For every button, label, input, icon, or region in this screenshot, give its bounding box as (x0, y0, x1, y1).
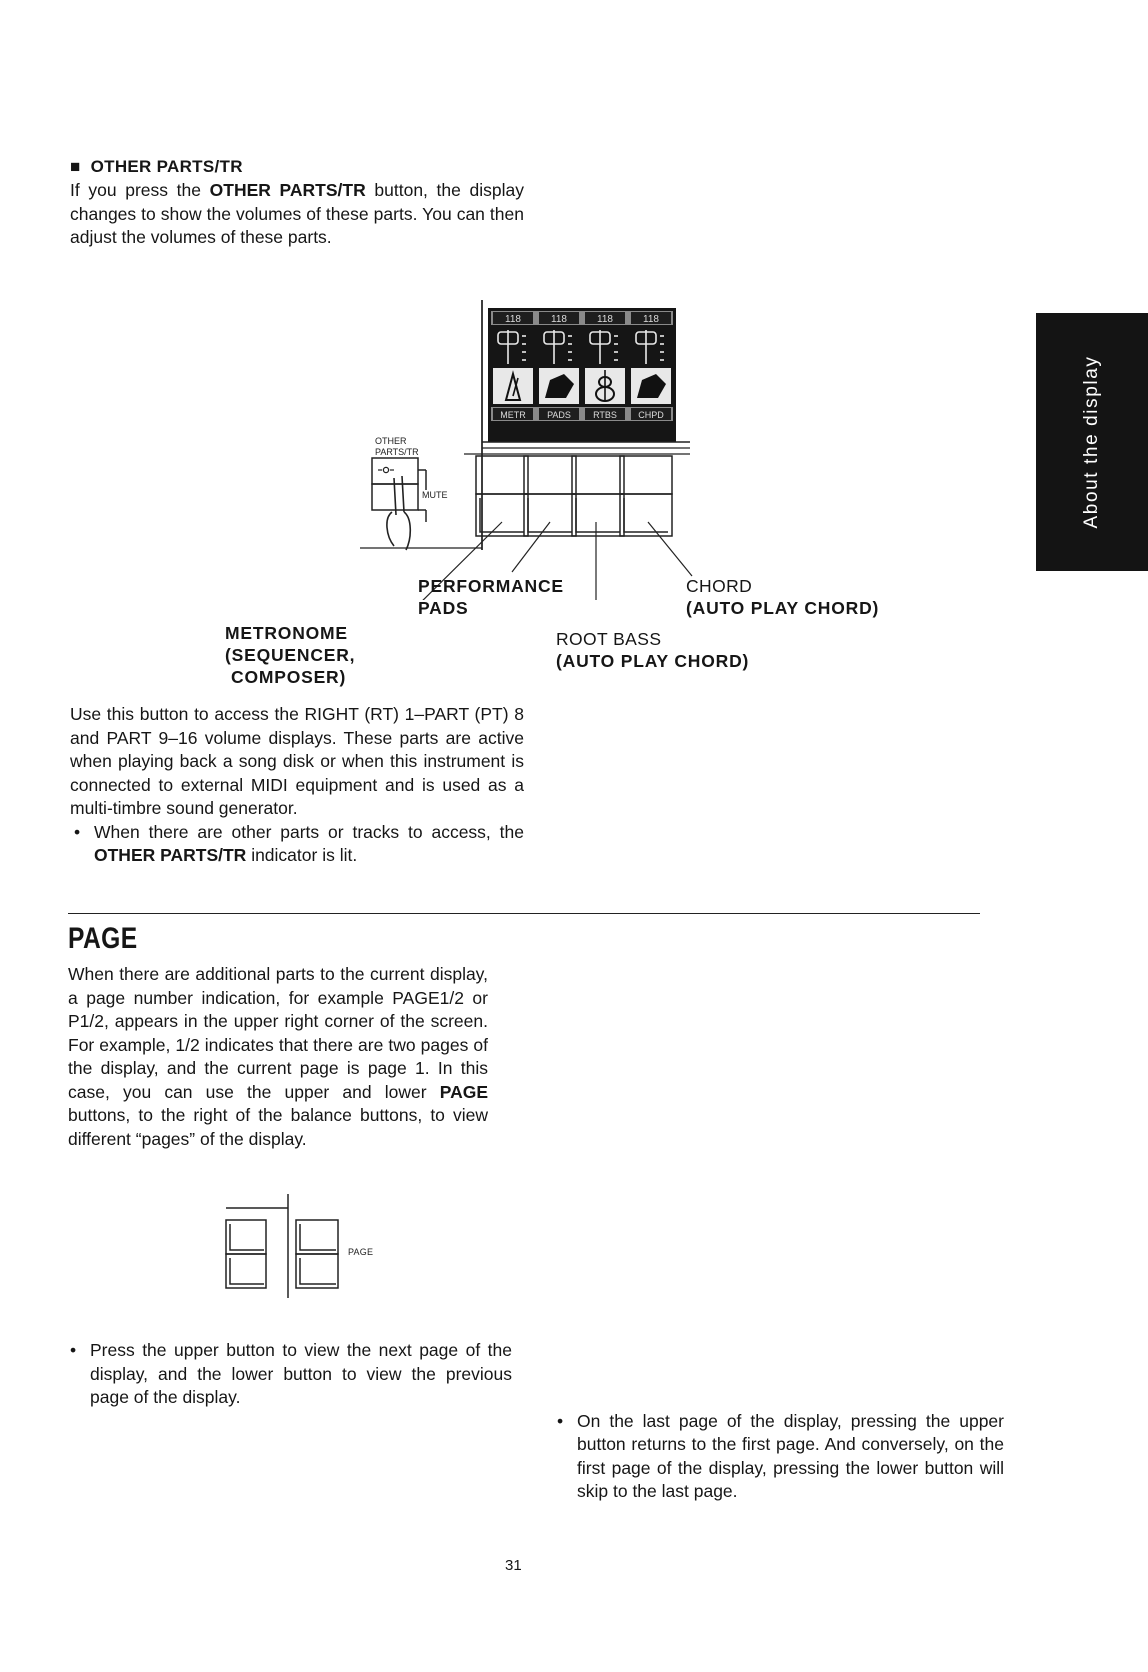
bullet-dot-icon: • (70, 1340, 77, 1360)
intro-button-name: OTHER PARTS/TR (209, 180, 366, 200)
slider-3-icon (589, 330, 618, 364)
indicator-bullet: • When there are other parts or tracks t… (70, 821, 524, 868)
side-tab: About the display (1036, 313, 1148, 571)
part-tab-metr: METR (500, 410, 526, 420)
balance-buttons (225, 1219, 267, 1289)
section-divider (68, 913, 980, 914)
other-parts-button[interactable] (371, 457, 427, 522)
led-indicator-icon (378, 466, 394, 474)
metronome-label-1: METRONOME (225, 623, 348, 643)
performance-pads[interactable] (475, 455, 673, 537)
metronome-label-3: COMPOSER) (231, 667, 347, 687)
callout-chord: CHORD (AUTO PLAY CHORD) (686, 575, 879, 619)
indicator-text-2: indicator is lit. (246, 845, 358, 865)
slider-1-icon (497, 330, 526, 364)
chord-label-2: (AUTO PLAY CHORD) (686, 598, 880, 618)
page-section-title: PAGE (68, 922, 138, 955)
usage-text: Use this button to access the RIGHT (RT)… (70, 704, 524, 818)
page-buttons[interactable] (295, 1219, 339, 1289)
metronome-label-2: (SEQUENCER, (225, 645, 356, 665)
instrument-icons (493, 368, 671, 404)
bullet-dot-icon: • (557, 1410, 564, 1431)
performance-pads-label-2: PADS (418, 598, 469, 618)
volume-value-2: 118 (551, 314, 567, 325)
callout-metronome: METRONOME (SEQUENCER, COMPOSER) (225, 622, 355, 688)
page-body-button-name: PAGE (439, 1081, 488, 1102)
page-section-body: When there are additional parts to the c… (68, 963, 488, 1151)
other-parts-section: ■ OTHER PARTS/TR If you press the OTHER … (70, 157, 524, 250)
page-bullet-right: • On the last page of the display, press… (553, 1410, 1004, 1504)
slider-2-icon (543, 330, 572, 364)
other-parts-button-label-2: PARTS/TR (375, 447, 419, 457)
part-tabs-row: METR PADS RTBS CHPD (491, 407, 673, 421)
other-parts-heading: ■ OTHER PARTS/TR (70, 157, 243, 176)
indicator-button-name: OTHER PARTS/TR (94, 845, 247, 865)
bullet-dot-icon: • (74, 821, 81, 842)
page-bullet-right-text: On the last page of the display, pressin… (577, 1410, 1004, 1502)
intro-text-2: button, the display changes to show the … (70, 180, 524, 247)
other-parts-button-label-1: OTHER (375, 436, 407, 446)
volume-value-4: 118 (643, 314, 659, 325)
other-parts-heading-text: OTHER PARTS/TR (90, 157, 243, 176)
other-parts-intro: If you press the OTHER PARTS/TR button, … (70, 179, 524, 250)
page-buttons-label: PAGE (348, 1247, 373, 1257)
root-bass-label-2: (AUTO PLAY CHORD) (556, 651, 750, 671)
performance-pads-label-1: PERFORMANCE (418, 576, 564, 596)
part-tab-chpd: CHPD (638, 410, 664, 420)
page-body-text-2: buttons, to the right of the balance but… (68, 1105, 488, 1149)
callout-performance-pads: PERFORMANCE PADS (418, 575, 564, 619)
page-buttons-diagram: PAGE (225, 1194, 373, 1298)
volume-value-1: 118 (505, 314, 521, 325)
page-bullet-left-text: Press the upper button to view the next … (90, 1340, 512, 1407)
callout-leader-lines (422, 521, 693, 600)
intro-text-1: If you press the (70, 180, 210, 200)
page-body-text-1: When there are additional parts to the c… (68, 964, 488, 1102)
chord-label-1: CHORD (686, 576, 753, 596)
root-bass-label-1: ROOT BASS (556, 629, 662, 649)
side-tab-label: About the display (1081, 355, 1102, 529)
volume-value-row: 118 118 118 118 (491, 311, 673, 325)
slider-4-icon (635, 330, 664, 364)
display-diagram: 118 118 118 118 (360, 300, 693, 600)
page-bullet-left: • Press the upper button to view the nex… (66, 1339, 512, 1410)
other-parts-usage: Use this button to access the RIGHT (RT)… (70, 703, 524, 868)
volume-sliders (497, 330, 664, 364)
part-tab-pads: PADS (547, 410, 571, 420)
indicator-text-1: When there are other parts or tracks to … (94, 821, 524, 842)
callout-root-bass: ROOT BASS (AUTO PLAY CHORD) (556, 628, 749, 672)
page-number: 31 (505, 1557, 522, 1574)
mute-label: MUTE (422, 490, 448, 500)
hand-pointer-icon (386, 475, 412, 551)
volume-value-3: 118 (597, 314, 613, 325)
part-tab-rtbs: RTBS (593, 410, 617, 420)
